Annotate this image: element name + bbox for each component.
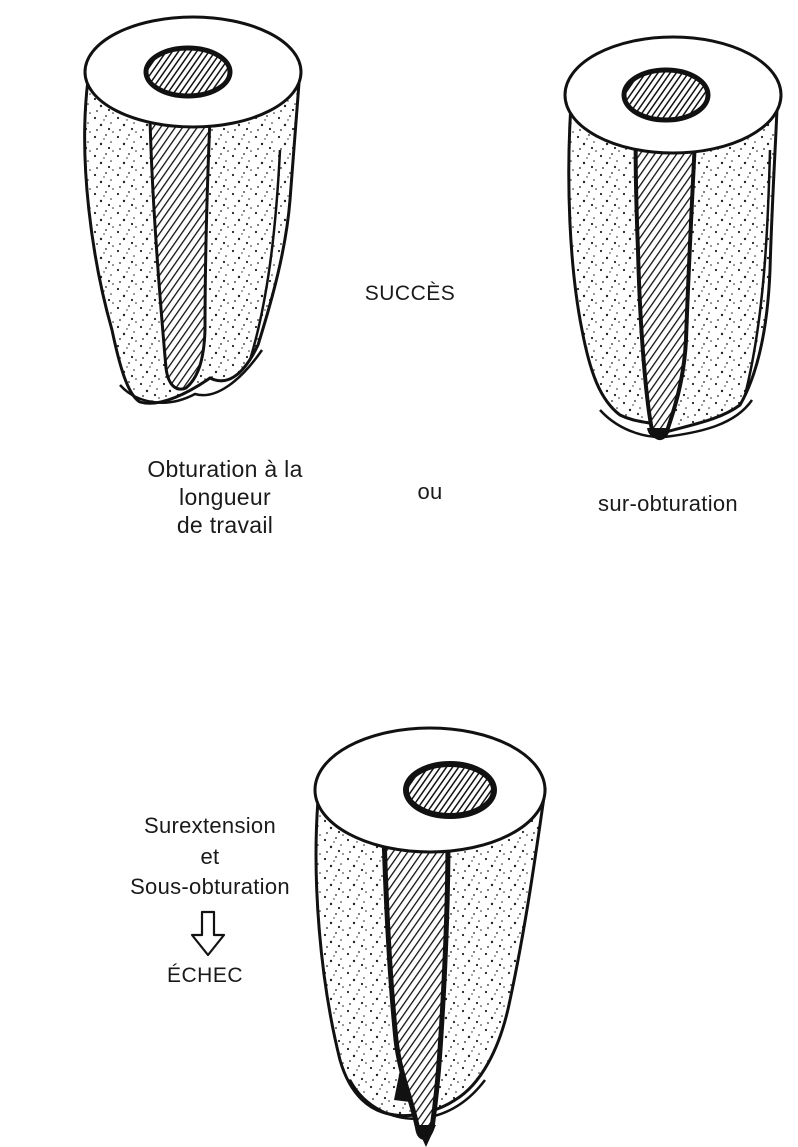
failure-label: ÉCHEC bbox=[150, 962, 260, 990]
failure-line: Sous-obturation bbox=[115, 873, 305, 901]
tooth-failure bbox=[315, 728, 545, 1147]
working-length-caption: Obturation à la longueur de travail bbox=[110, 455, 340, 539]
caption-line: de travail bbox=[110, 511, 340, 539]
tooth-working-length bbox=[85, 17, 301, 403]
success-label: SUCCÈS bbox=[355, 280, 465, 308]
tooth-over-filling bbox=[565, 37, 781, 438]
over-filling-caption: sur-obturation bbox=[568, 490, 768, 518]
or-label: ou bbox=[405, 478, 455, 506]
failure-line: Surextension bbox=[115, 812, 305, 840]
down-arrow-icon bbox=[192, 912, 224, 955]
failure-line: et bbox=[115, 843, 305, 871]
caption-line: Obturation à la longueur bbox=[110, 455, 340, 511]
